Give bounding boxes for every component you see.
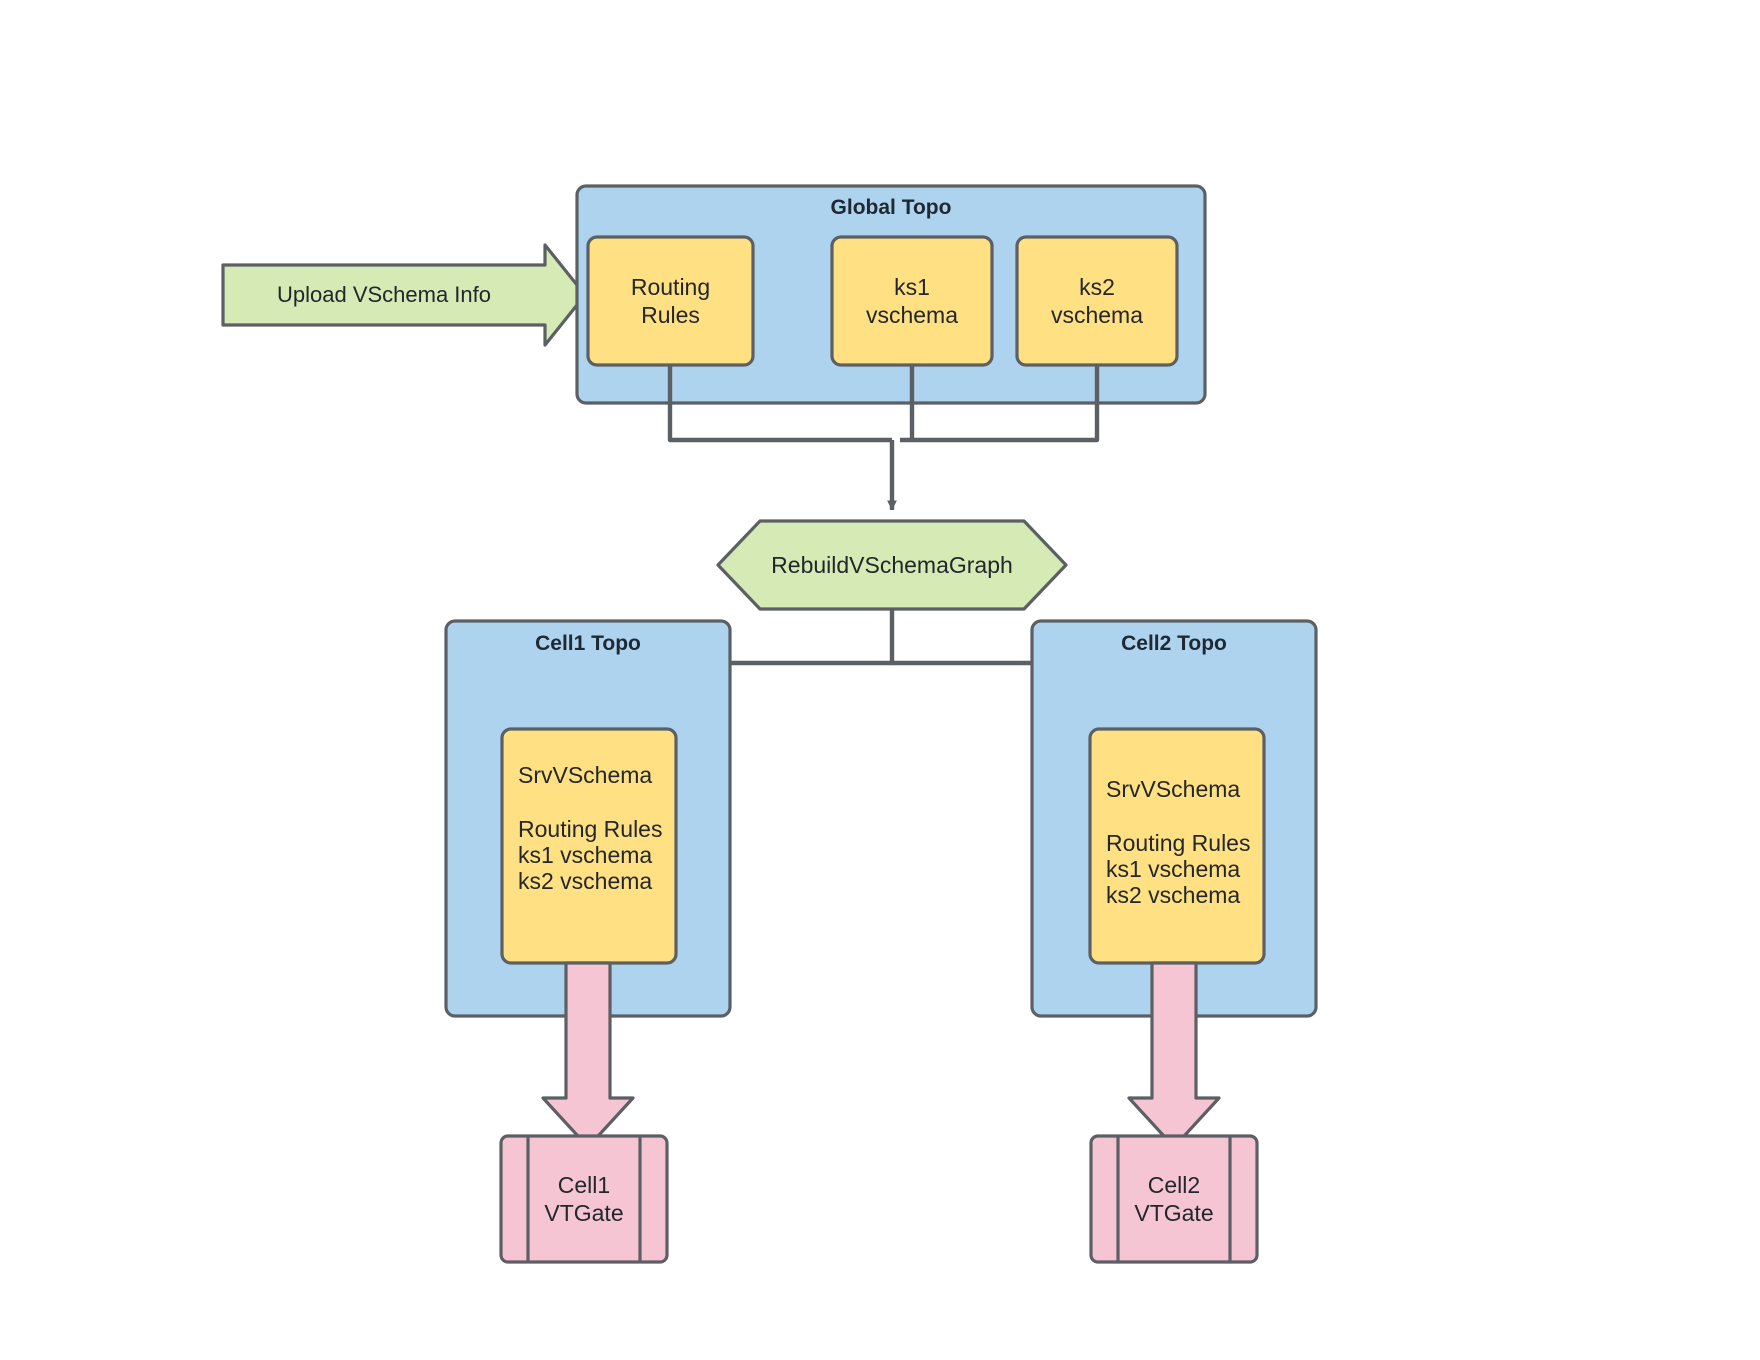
edge-cell2-srvvschema-to-vtgate xyxy=(1127,961,1221,1149)
ks2-vschema-node xyxy=(1015,235,1179,367)
routing-rules-node xyxy=(586,235,755,367)
edge-cell1-srvvschema-to-vtgate xyxy=(541,961,635,1149)
cell2-srvvschema-node xyxy=(1088,727,1266,965)
edge-routing-rules-to-bus xyxy=(667,365,892,443)
cell1-srvvschema-node xyxy=(500,727,678,965)
rebuild-vschema-graph-shape xyxy=(716,519,1068,611)
edge-ks2-to-bus xyxy=(900,365,1100,443)
cell1-vtgate-box xyxy=(499,1134,669,1264)
upload-vschema-arrow-shape xyxy=(221,243,587,347)
ks1-vschema-node xyxy=(830,235,994,367)
cell2-vtgate-box xyxy=(1089,1134,1259,1264)
